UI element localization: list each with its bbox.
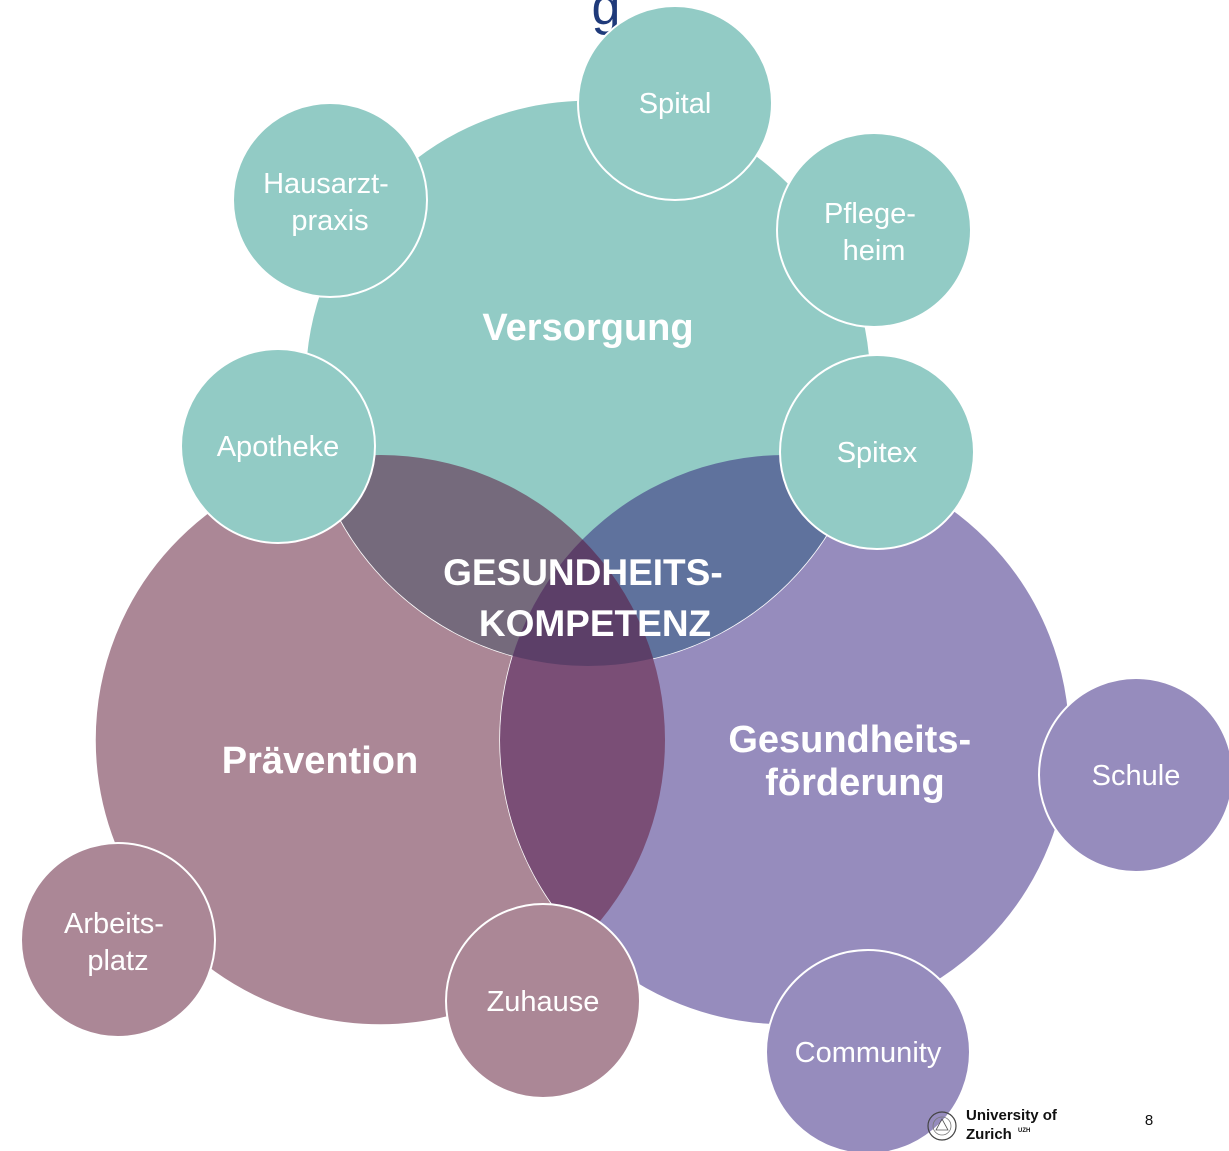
university-line1: University of	[966, 1107, 1058, 1124]
satellite-apotheke: Apotheke	[180, 348, 376, 544]
uzh-mark: UZH	[1018, 1128, 1030, 1134]
svg-text:Pflege- heim: Pflege- heim	[824, 198, 924, 267]
satellite-schule: Schule	[1038, 677, 1229, 873]
svg-text:Zuhause: Zuhause	[487, 986, 600, 1018]
foerderung-label: Gesundheits- förderung	[728, 719, 981, 804]
svg-text:Spitex: Spitex	[837, 437, 918, 469]
satellite-community: Community	[765, 949, 971, 1151]
university-line2: Zurich	[966, 1126, 1012, 1143]
svg-text:Hausarzt- praxis: Hausarzt- praxis	[263, 168, 397, 237]
satellite-pflegeheim: Pflege- heim	[776, 132, 972, 328]
satellite-spital: Spital	[577, 5, 773, 201]
overlap-versorgung-foerderung	[500, 455, 871, 666]
overlap-versorgung-praevention	[305, 455, 665, 666]
svg-text:Spital: Spital	[639, 88, 712, 120]
praevention-label: Prävention	[222, 740, 418, 782]
satellite-hausarzt: Hausarzt- praxis	[232, 102, 428, 298]
satellite-zuhause: Zuhause	[445, 903, 641, 1099]
satellite-group: Spital Hausarzt- praxis Pflege- heim Apo…	[20, 5, 1229, 1151]
university-logo: University of Zurich UZH	[927, 1107, 1058, 1143]
svg-text:Community: Community	[795, 1037, 942, 1069]
satellite-arbeitsplatz: Arbeits- platz	[20, 842, 216, 1038]
versorgung-label: Versorgung	[482, 307, 693, 349]
svg-text:Apotheke: Apotheke	[217, 431, 340, 463]
page-number: 8	[1145, 1112, 1153, 1129]
svg-text:Arbeits- platz: Arbeits- platz	[64, 908, 172, 977]
satellite-spitex: Spitex	[779, 354, 975, 550]
center-label: GESUNDHEITS- KOMPETENZ	[443, 552, 733, 644]
svg-text:Schule: Schule	[1092, 760, 1181, 792]
